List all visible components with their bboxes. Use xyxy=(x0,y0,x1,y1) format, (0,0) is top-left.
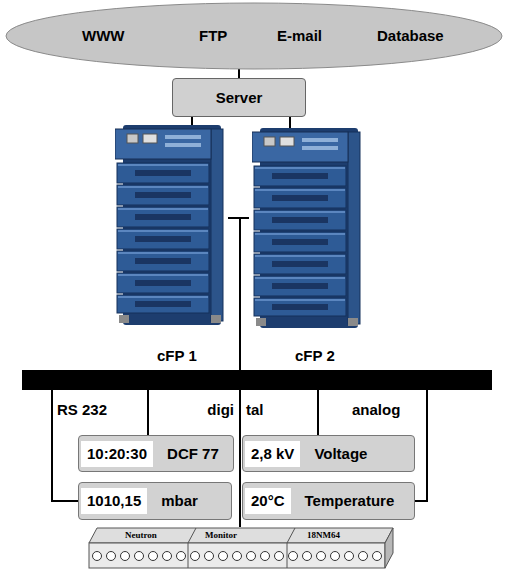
service-name: FTP xyxy=(199,27,227,45)
bus-wire xyxy=(148,218,240,435)
cfp-controller: cFP 2 xyxy=(249,128,365,367)
cfp-chassis xyxy=(115,125,223,325)
sensor-name: Temperature xyxy=(305,491,395,511)
bus-wire xyxy=(52,218,240,501)
device-label: cFP 2 xyxy=(295,347,335,365)
service-name: E-mail xyxy=(277,27,322,45)
signal-label: analog xyxy=(352,401,400,419)
bus-wire xyxy=(52,218,249,501)
bus-wire xyxy=(228,218,240,527)
sensor-name: DCF 77 xyxy=(167,444,219,464)
sensor-box: 1010,15 mbar xyxy=(78,482,232,520)
sensor-name: mbar xyxy=(161,491,198,511)
monitor-label: 18NM64 xyxy=(307,529,340,541)
bus-wire xyxy=(191,117,193,125)
cfp-controller: cFP 1 xyxy=(112,125,228,367)
sensor-name: Voltage xyxy=(314,444,367,464)
service-name: Database xyxy=(377,27,444,45)
signal-label: RS 232 xyxy=(57,401,107,419)
sensor-value: 10:20:30 xyxy=(81,441,153,467)
signal-label: tal xyxy=(246,401,264,419)
sensor-box: 10:20:30 DCF 77 xyxy=(78,435,234,472)
bus-wire xyxy=(289,117,291,128)
service-name: WWW xyxy=(82,27,124,45)
sensor-box: 20°C Temperature xyxy=(242,482,415,520)
server-box: Server xyxy=(172,78,306,117)
bus-wire xyxy=(228,218,427,501)
bus-wire xyxy=(228,218,318,435)
sensor-box: 2,8 kV Voltage xyxy=(242,435,415,472)
monitor-label: Neutron xyxy=(125,529,157,541)
bus-wire xyxy=(240,218,249,527)
sensor-value: 1010,15 xyxy=(81,488,147,514)
device-label: cFP 1 xyxy=(157,347,197,365)
signal-label: digi xyxy=(207,401,234,419)
sensor-value: 2,8 kV xyxy=(245,441,300,467)
sensor-value: 20°C xyxy=(245,488,291,514)
server-label: Server xyxy=(216,89,263,106)
cfp-chassis xyxy=(252,128,360,328)
bus-wire xyxy=(240,218,318,435)
bus-wire xyxy=(240,218,427,501)
monitor-label: Monitor xyxy=(205,529,237,541)
bus-wire xyxy=(238,69,240,78)
neutron-monitor: Neutron Monitor 18NM64 xyxy=(85,527,397,570)
bus-wire xyxy=(148,218,249,435)
services-cloud: WWW FTP E-mail Database xyxy=(5,2,503,70)
